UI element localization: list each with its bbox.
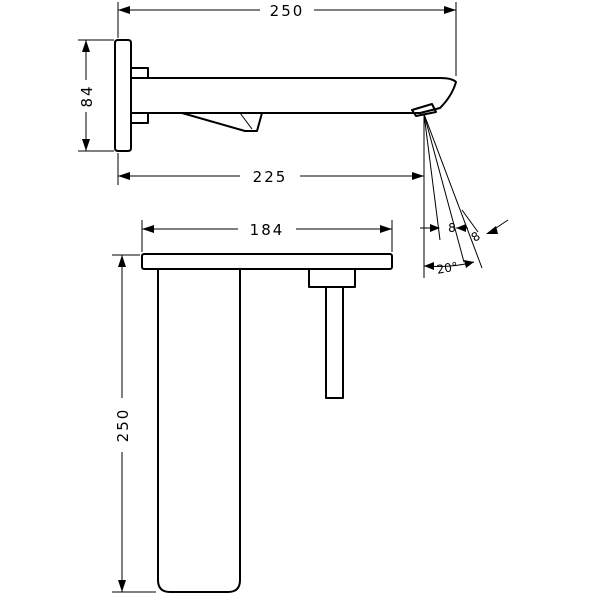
dimension-spout-reach: 225	[117, 118, 425, 186]
lever-seam	[239, 112, 253, 130]
front-spout-body	[157, 268, 241, 593]
front-view	[141, 253, 393, 593]
top-plate	[141, 253, 393, 270]
aerator	[411, 103, 437, 117]
mount-block-top	[130, 67, 149, 79]
dimension-label-plate-width: 184	[250, 221, 285, 239]
stream-angles: 8 8 20°	[420, 113, 509, 278]
dimension-label-spout-reach: 225	[253, 168, 288, 186]
dimension-wall-height: 84	[78, 39, 114, 152]
lever-handle	[181, 112, 263, 132]
dimension-label-top-width: 250	[270, 2, 305, 20]
wall-plate	[114, 39, 132, 152]
mount-block-bottom	[130, 112, 149, 124]
angle-label-a: 8	[448, 221, 456, 235]
dimension-plate-width: 184	[141, 220, 393, 252]
side-view	[114, 39, 457, 152]
dimension-label-plate-height: 250	[114, 408, 132, 443]
dimension-plate-height: 250	[112, 254, 156, 593]
spout-body	[130, 77, 457, 114]
dimension-label-wall-height: 84	[78, 84, 96, 107]
dimension-top-width: 250	[117, 2, 457, 76]
angle-label-b: 8	[469, 229, 483, 245]
lever-cap	[308, 268, 356, 288]
lever-stem	[325, 286, 344, 399]
angle-label-total: 20°	[436, 259, 459, 276]
